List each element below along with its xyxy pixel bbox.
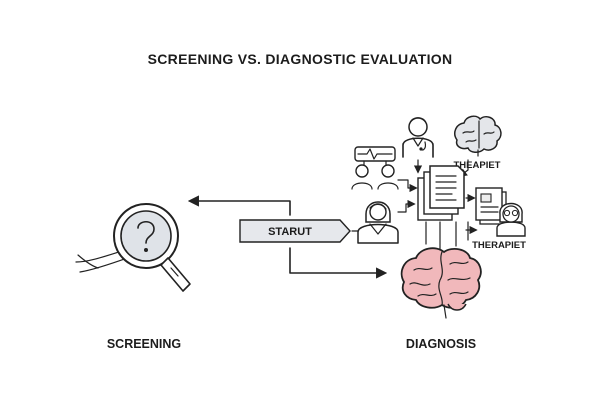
diagram-title: SCREENING VS. DIAGNOSTIC EVALUATION	[148, 51, 453, 67]
start-label: STARUT	[268, 226, 312, 238]
arrow-to-screening	[187, 195, 291, 216]
screening-label: SCREENING	[107, 337, 181, 351]
clinician-icon	[357, 201, 399, 244]
patient-monitor-icon	[351, 146, 399, 190]
arrow-to-diagnosis	[289, 247, 388, 279]
start-node: STARUT	[239, 219, 351, 243]
therapist-glasses-icon	[496, 202, 526, 237]
brain-small-icon	[454, 115, 502, 157]
diagnosis-label: DIAGNOSIS	[406, 337, 476, 351]
arrow-clinician-docs	[397, 199, 416, 213]
magnifier-question-icon	[75, 203, 191, 292]
doctor-icon	[402, 117, 434, 158]
therapist-top-label: THEAPIET	[454, 160, 501, 171]
brain-diagnosis-icon	[400, 247, 482, 319]
therapist-right-label: THERAPIET	[472, 240, 526, 251]
documents-stack-icon	[417, 165, 465, 221]
arrow-patients-docs	[397, 179, 418, 193]
